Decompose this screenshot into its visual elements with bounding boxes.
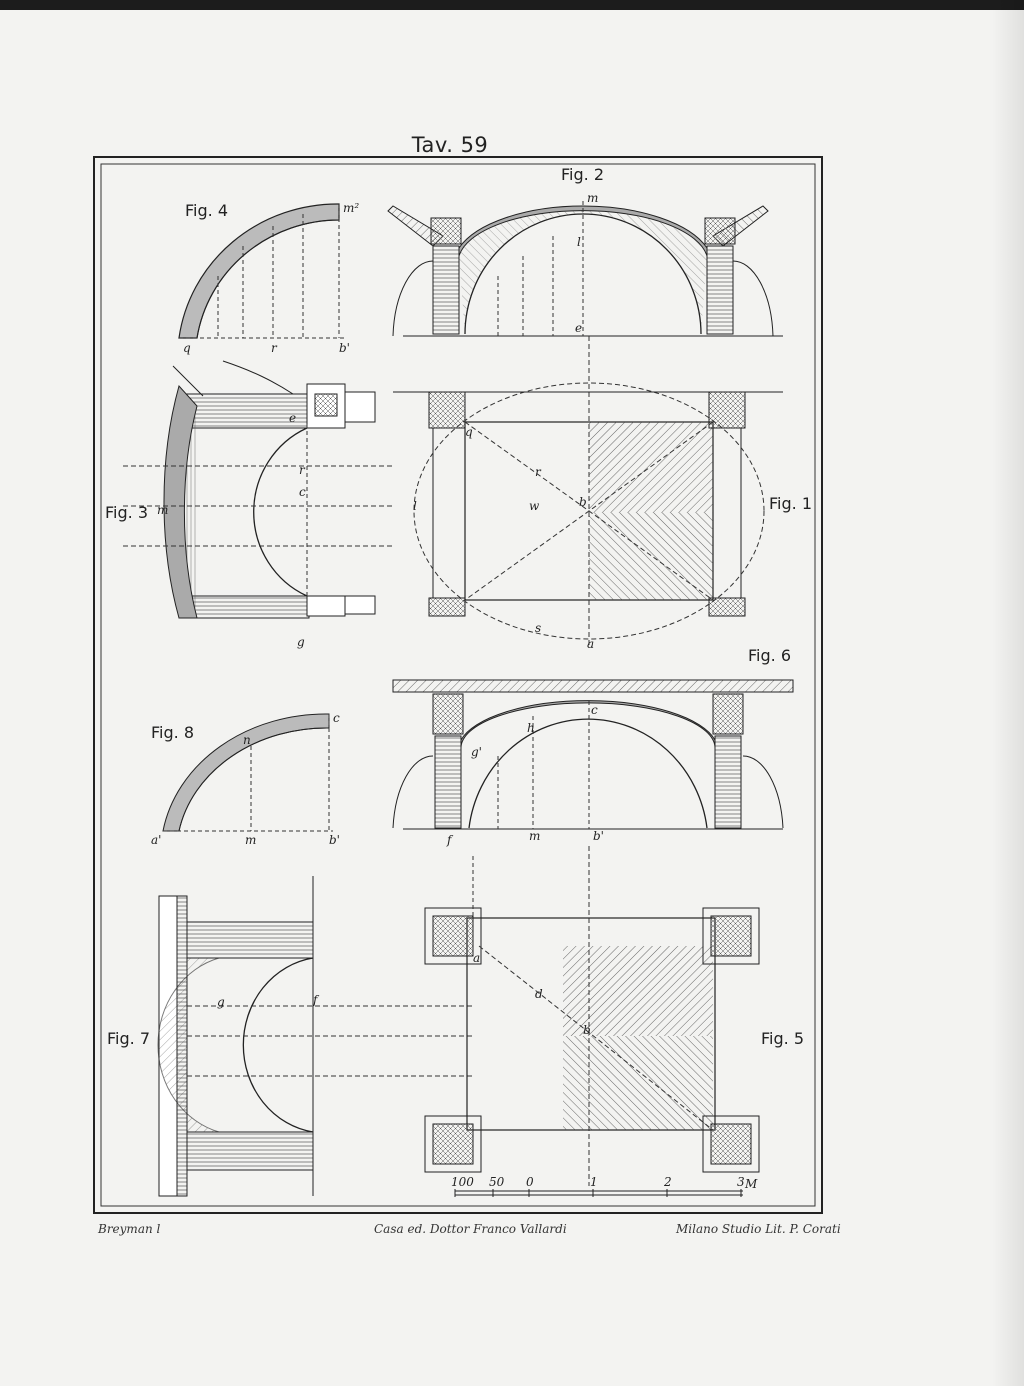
fig1-letter-s: s <box>535 621 541 635</box>
fig3-label: Fig. 3 <box>105 503 148 522</box>
fig1-vault-plan <box>393 336 783 646</box>
fig2-letter-l: l <box>577 235 581 249</box>
fig5-letter-d: d <box>535 987 543 1001</box>
footer-lithographer: Milano Studio Lit. P. Corati <box>676 1222 841 1236</box>
fig3-letter-m: m <box>157 503 168 517</box>
fig2-label: Fig. 2 <box>561 165 604 184</box>
fig7-letter-f: f <box>312 993 320 1007</box>
fig7-plan-section <box>157 876 473 1197</box>
plate-drawing: 100 50 0 1 2 3 M Fig. 4 Fig. 2 Fig. 3 Fi… <box>93 156 823 1214</box>
fig4-letter-r: r <box>271 341 278 355</box>
fig4-letter-b: b' <box>339 341 350 355</box>
fig6-letter-b: b' <box>593 829 604 843</box>
fig8-arch-section <box>162 713 333 832</box>
fig7-letter-g: g <box>217 995 225 1009</box>
fig6-elevation <box>392 679 794 830</box>
fig3-letter-r: r <box>299 463 306 477</box>
fig5-label: Fig. 5 <box>761 1029 804 1048</box>
fig1-letter-a: a <box>587 637 594 651</box>
fig3-letter-g: g <box>297 635 305 649</box>
scan-top-edge <box>0 0 1024 10</box>
fig1-letter-r: r <box>535 465 542 479</box>
scale-tick-5: 3 <box>737 1175 745 1189</box>
fig6-letter-g: g' <box>471 745 482 759</box>
fig4-label: Fig. 4 <box>185 201 228 220</box>
scale-tick-0: 100 <box>451 1175 474 1189</box>
fig3-letter-c: c <box>299 485 306 499</box>
fig8-label: Fig. 8 <box>151 723 194 742</box>
fig8-letter-n: n <box>243 733 251 747</box>
page-shadow <box>992 0 1024 1386</box>
fig4-letter-q: q <box>183 341 191 355</box>
fig6-letter-m: m <box>529 829 540 843</box>
fig5-vault-plan <box>424 846 760 1186</box>
fig8-letter-m: m <box>245 833 256 847</box>
fig1-letter-q: q <box>465 425 473 439</box>
fig1-letter-l: l <box>413 499 417 513</box>
fig4-arch-section <box>178 203 345 339</box>
fig8-letter-a: a' <box>151 833 161 847</box>
fig2-letter-m: m <box>587 191 598 205</box>
fig6-label: Fig. 6 <box>748 646 791 665</box>
outer-frame <box>93 156 823 1214</box>
inner-frame <box>100 163 816 1207</box>
scale-unit: M <box>744 1177 758 1191</box>
scale-bar: 100 50 0 1 2 3 M <box>451 1175 758 1197</box>
fig1-label: Fig. 1 <box>769 494 812 513</box>
fig7-label: Fig. 7 <box>107 1029 150 1048</box>
fig5-letter-a: a <box>473 951 480 965</box>
fig5-letter-b: b <box>583 1023 591 1037</box>
scale-tick-1: 50 <box>489 1175 505 1189</box>
scale-tick-2: 0 <box>526 1175 534 1189</box>
fig2-letter-e: e <box>575 321 582 335</box>
fig3-plan-section <box>123 360 393 619</box>
footer-publisher: Casa ed. Dottor Franco Vallardi <box>374 1222 567 1236</box>
footer-engraver: Breyman l <box>98 1222 161 1236</box>
fig6-letter-f: f <box>446 833 454 847</box>
fig6-letter-c: c <box>591 703 598 717</box>
fig4-letter-m2: m² <box>343 201 359 215</box>
scale-tick-3: 1 <box>590 1175 598 1189</box>
fig3-letter-e: e <box>289 411 296 425</box>
fig8-letter-b: b' <box>329 833 340 847</box>
plate-title: Tav. 59 <box>411 133 489 157</box>
fig1-letter-w: w <box>529 499 540 513</box>
scale-tick-4: 2 <box>663 1175 672 1189</box>
fig6-letter-h: h <box>527 721 535 735</box>
fig1-letter-b: b <box>579 495 587 509</box>
fig2-elevation <box>387 201 783 337</box>
fig8-letter-c: c <box>333 711 340 725</box>
